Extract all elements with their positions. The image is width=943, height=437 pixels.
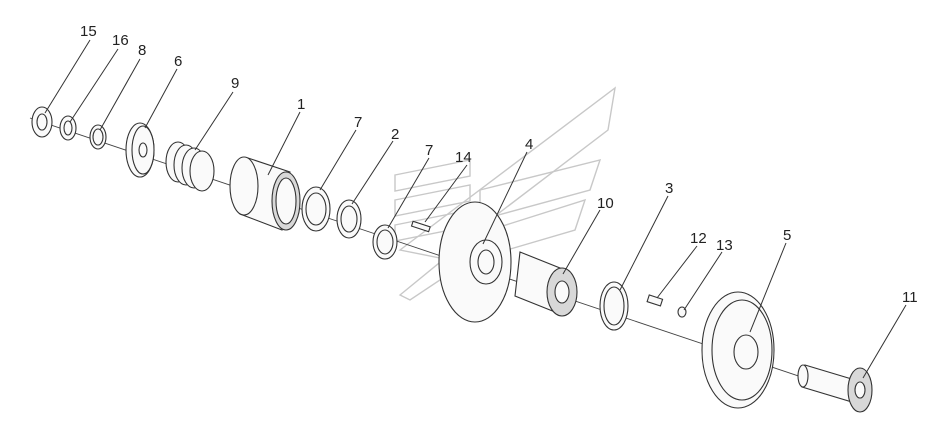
label-13: 13 bbox=[716, 237, 733, 254]
part-7-ring-second bbox=[372, 224, 398, 260]
label-15: 15 bbox=[80, 23, 97, 40]
part-11-shaft bbox=[797, 364, 873, 413]
label-8: 8 bbox=[138, 42, 146, 59]
label-6: 6 bbox=[174, 53, 182, 70]
part-2-ring bbox=[336, 199, 362, 239]
part-4-plate bbox=[438, 201, 512, 323]
part-5-disc bbox=[701, 291, 775, 409]
label-10: 10 bbox=[597, 195, 614, 212]
label-7-second: 7 bbox=[425, 142, 433, 159]
label-1: 1 bbox=[297, 96, 305, 113]
label-12: 12 bbox=[690, 230, 707, 247]
label-16: 16 bbox=[112, 32, 129, 49]
label-9: 9 bbox=[231, 75, 239, 92]
part-14-pin bbox=[410, 220, 431, 233]
part-1-drum bbox=[229, 156, 301, 231]
part-7-ring bbox=[301, 186, 331, 232]
part-3-ring bbox=[599, 281, 629, 331]
part-16-washer bbox=[59, 115, 77, 141]
label-7: 7 bbox=[354, 114, 362, 131]
part-15-nut bbox=[31, 106, 53, 138]
part-6-disc bbox=[125, 122, 155, 178]
label-14: 14 bbox=[455, 149, 472, 166]
label-4: 4 bbox=[525, 136, 533, 153]
part-9-spring bbox=[165, 141, 215, 192]
part-10-hub bbox=[514, 251, 578, 317]
label-2: 2 bbox=[391, 126, 399, 143]
label-11: 11 bbox=[902, 289, 918, 306]
watermark-logo bbox=[394, 86, 616, 301]
part-12-bolt bbox=[646, 294, 664, 307]
part-8-ring bbox=[89, 124, 107, 150]
leader-lines bbox=[44, 39, 907, 379]
label-5: 5 bbox=[783, 227, 791, 244]
label-3: 3 bbox=[665, 180, 673, 197]
